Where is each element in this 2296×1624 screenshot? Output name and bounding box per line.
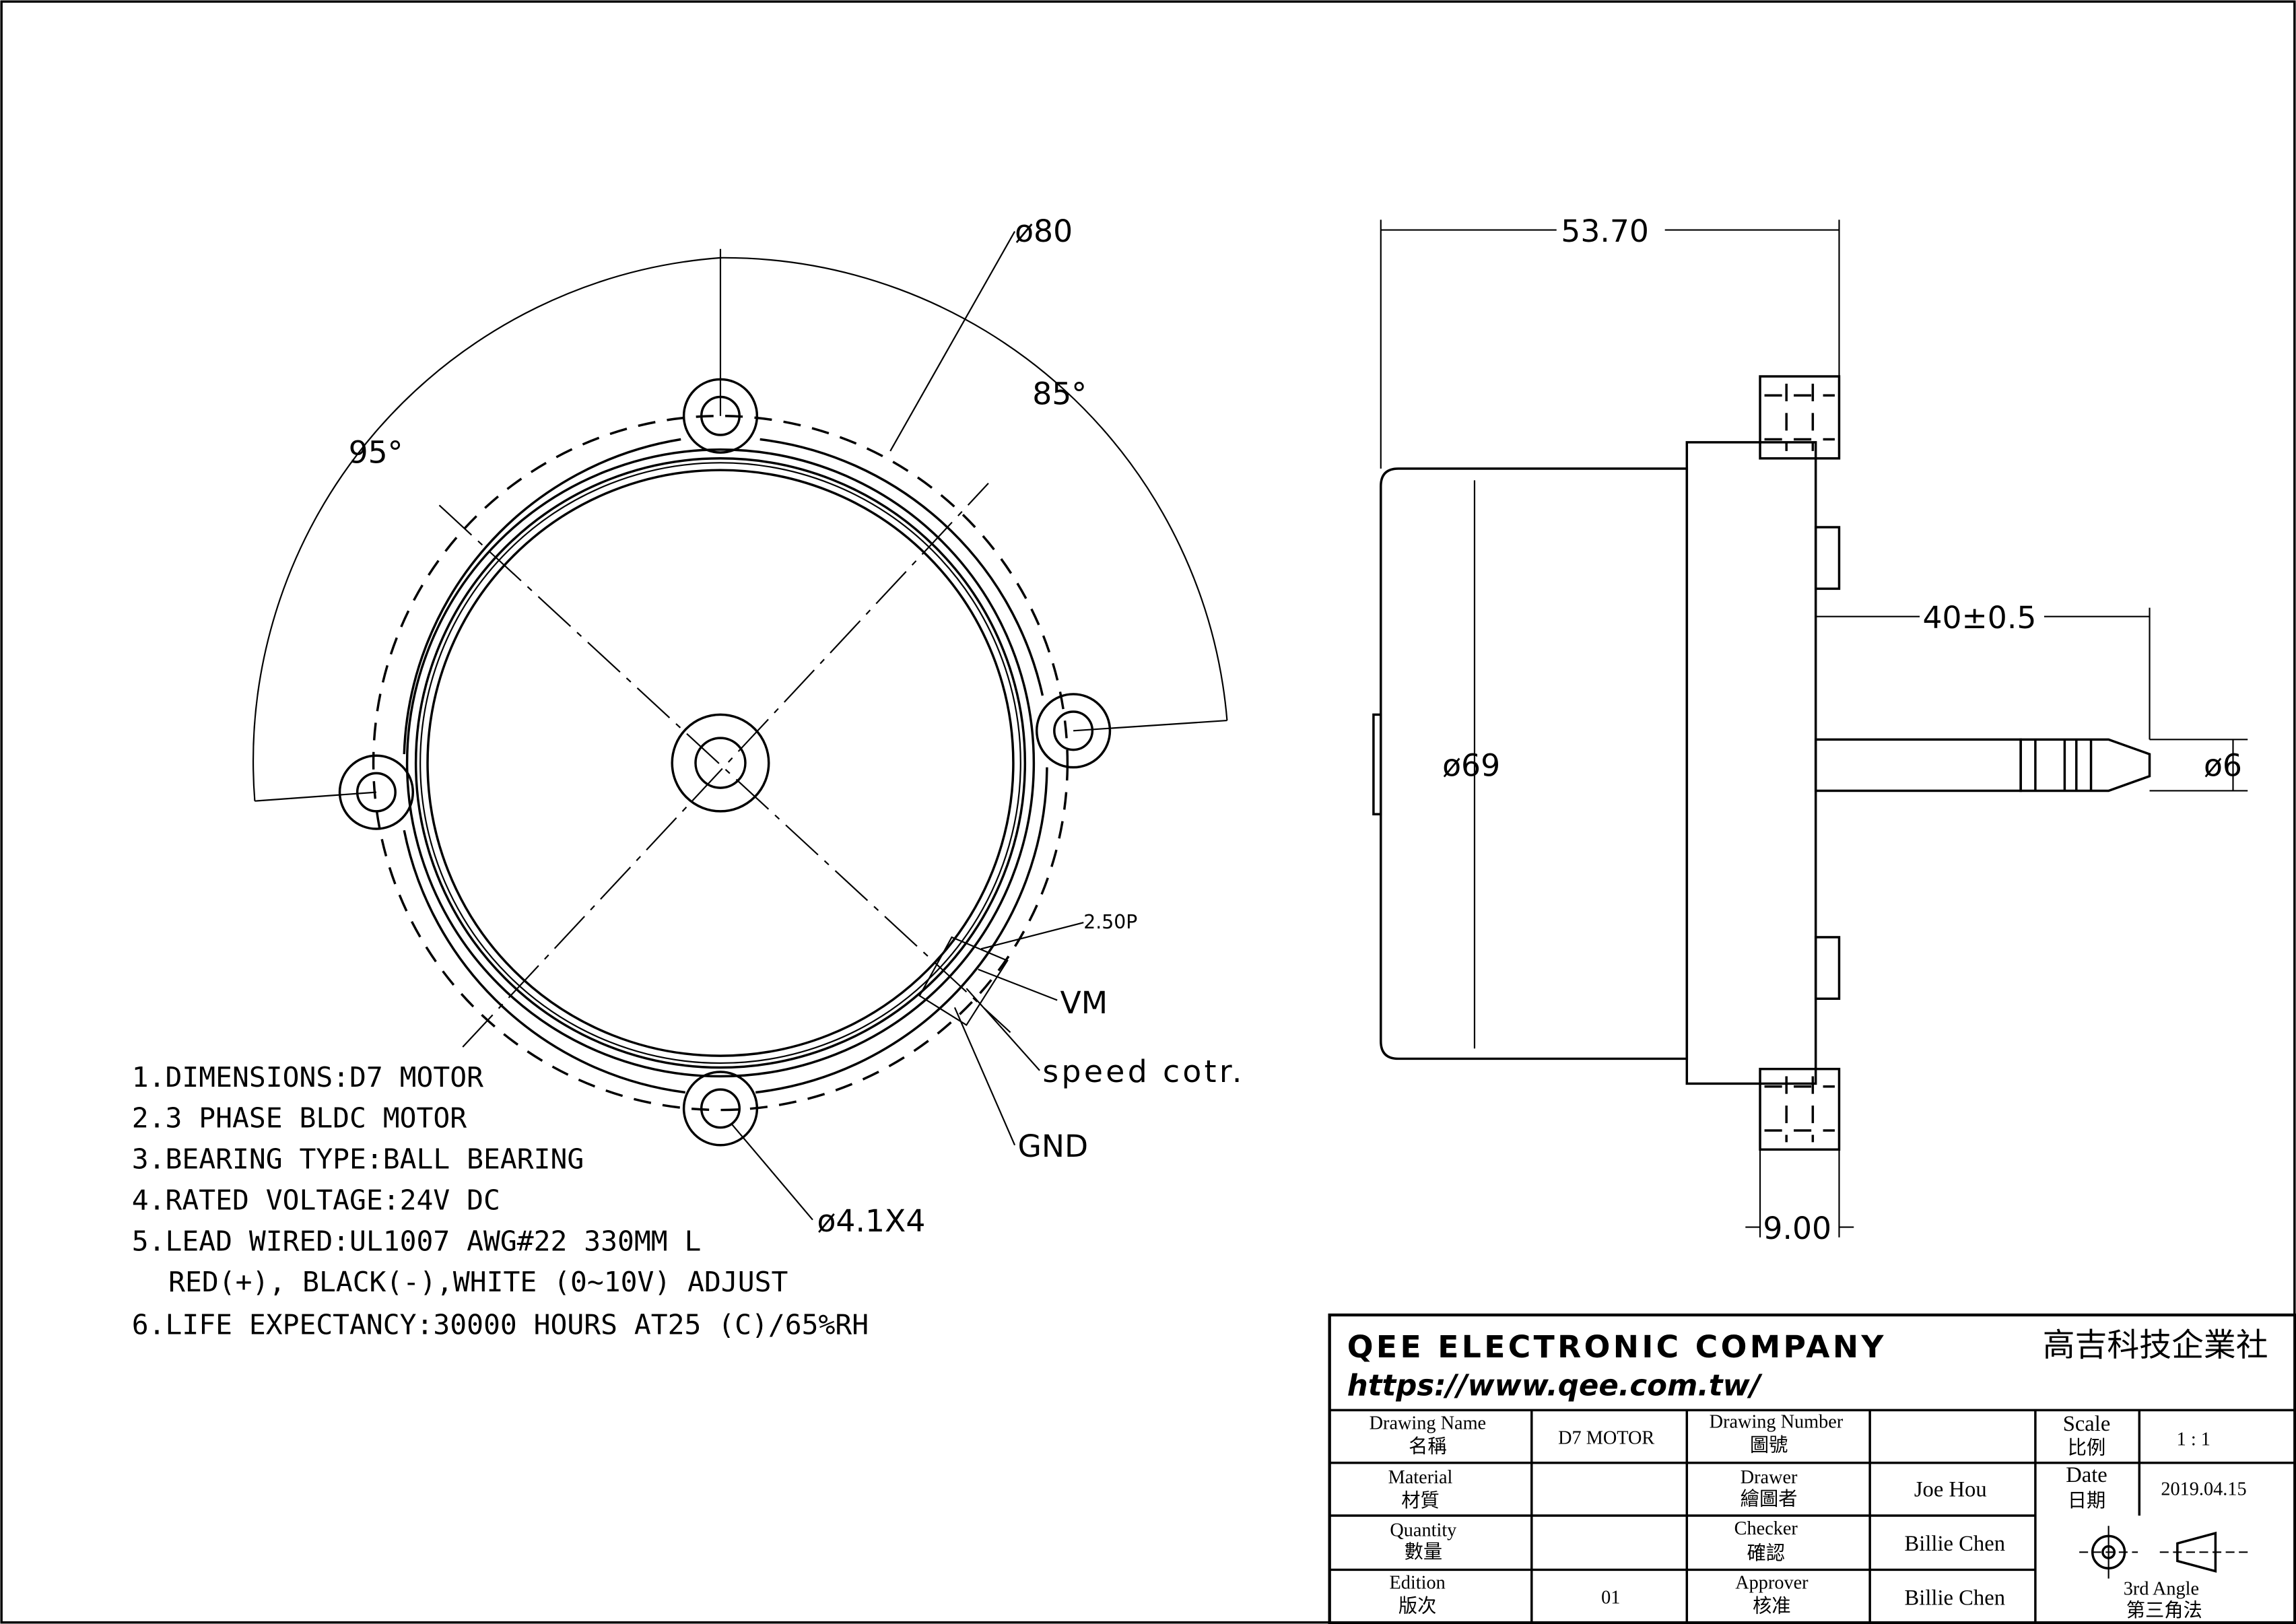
- angle-85-label: 85°: [1032, 376, 1087, 411]
- title-block: QEE ELECTRONIC COMPANY 高吉科技企業社 https://w…: [1328, 1313, 2296, 1624]
- shaft-diameter-dimension: ø6: [2204, 748, 2242, 784]
- drawing-name-label: Drawing Name: [1370, 1413, 1486, 1434]
- front-view: 95° 85° ø80 2.50P VM speed cotr. GND ø4.…: [252, 213, 1244, 1239]
- quantity-label-cn: 數量: [1405, 1541, 1443, 1563]
- note: 5.LEAD WIRED:UL1007 AWG#22 330MM L: [132, 1225, 702, 1257]
- edition-label-cn: 版次: [1398, 1595, 1437, 1617]
- pitch-label: 2.50P: [1083, 911, 1137, 933]
- wire-gnd-label: GND: [1017, 1128, 1088, 1164]
- shaft-length-dimension: 40±0.5: [1922, 600, 2036, 636]
- motor-body: [1380, 467, 1689, 1060]
- shaft-knurl: [2019, 738, 2151, 792]
- company-name-cn: 高吉科技企業社: [2043, 1327, 2268, 1364]
- drawing-name-value: D7 MOTOR: [1558, 1427, 1654, 1448]
- bolt-circle: [372, 414, 1069, 1112]
- hub: [671, 713, 770, 813]
- note: 4.RATED VOLTAGE:24V DC: [132, 1184, 500, 1216]
- projection-label: 3rd Angle: [2124, 1578, 2199, 1599]
- third-angle-projection-icon: [2079, 1526, 2251, 1579]
- housing-ring-outer: [405, 448, 1036, 1078]
- date-label: Date: [2066, 1463, 2107, 1487]
- body-diameter-dimension: ø69: [1442, 748, 1500, 784]
- edition-value: 01: [1601, 1587, 1620, 1608]
- checker-value: Billie Chen: [1905, 1532, 2005, 1556]
- housing-ring: [414, 457, 1027, 1069]
- note: RED(+), BLACK(-),WHITE (0~10V) ADJUST: [168, 1266, 788, 1298]
- flange-dimension: 9.00: [1763, 1211, 1831, 1246]
- rotor-ring: [426, 469, 1015, 1057]
- drawer-label: Drawer: [1741, 1467, 1798, 1488]
- material-label: Material: [1388, 1467, 1453, 1488]
- date-label-cn: 日期: [2068, 1491, 2106, 1512]
- scale-label-cn: 比例: [2068, 1437, 2106, 1459]
- company-name: QEE ELECTRONIC COMPANY: [1347, 1329, 1887, 1365]
- connector: [918, 936, 1009, 1026]
- hole-label: ø4.1X4: [817, 1203, 926, 1239]
- approver-label-cn: 核准: [1753, 1595, 1791, 1617]
- shaft-bore: [694, 737, 747, 789]
- length-dimension: 53.70: [1561, 213, 1649, 249]
- angle-95-label: 95°: [349, 434, 403, 470]
- outer-diameter-label: ø80: [1015, 213, 1073, 249]
- angle-dimension-arc: [252, 257, 1228, 801]
- centerline: [438, 504, 1011, 1034]
- mount-lug-bottom: [1759, 1067, 1841, 1151]
- note: 1.DIMENSIONS:D7 MOTOR: [132, 1061, 483, 1093]
- housing-ring-inner: [419, 462, 1021, 1064]
- scale-label: Scale: [2063, 1412, 2111, 1436]
- edition-label: Edition: [1390, 1573, 1446, 1594]
- rear-tab: [1372, 713, 1382, 816]
- shaft: [1814, 738, 2022, 792]
- note: 3.BEARING TYPE:BALL BEARING: [132, 1143, 584, 1176]
- projection-label-cn: 第三角法: [2126, 1600, 2202, 1621]
- drawing-name-label-cn: 名稱: [1409, 1435, 1447, 1457]
- drawer-value: Joe Hou: [1914, 1478, 1987, 1502]
- flange-plate: [1685, 441, 1817, 1085]
- note: 2.3 PHASE BLDC MOTOR: [132, 1102, 467, 1135]
- drawing-number-label-cn: 圖號: [1750, 1434, 1788, 1456]
- approver-label: Approver: [1735, 1573, 1809, 1594]
- side-view: 53.70 40±0.5 ø69 ø6 9.00: [1372, 213, 2248, 1246]
- material-label-cn: 材質: [1401, 1490, 1440, 1512]
- note: 6.LIFE EXPECTANCY:30000 HOURS AT25 (C)/6…: [132, 1308, 869, 1341]
- mount-lug-top: [1759, 375, 1841, 460]
- wire-vm-label: VM: [1060, 985, 1108, 1021]
- drawing-number-label: Drawing Number: [1710, 1411, 1844, 1432]
- scale-value: 1 : 1: [2177, 1429, 2210, 1450]
- approver-value: Billie Chen: [1905, 1586, 2005, 1611]
- checker-label: Checker: [1734, 1518, 1798, 1539]
- centerline: [462, 483, 989, 1048]
- date-value: 2019.04.15: [2161, 1479, 2246, 1500]
- flange-outline: [403, 438, 1048, 1094]
- company-url[interactable]: https://www.qee.com.tw/: [1347, 1369, 1763, 1403]
- notes: 1.DIMENSIONS:D7 MOTOR 2.3 PHASE BLDC MOT…: [132, 1061, 869, 1341]
- wire-speed-label: speed cotr.: [1042, 1054, 1244, 1089]
- drawer-label-cn: 繪圖者: [1741, 1489, 1798, 1510]
- checker-label-cn: 確認: [1747, 1543, 1785, 1564]
- mounting-holes: [338, 378, 1112, 1147]
- quantity-label: Quantity: [1390, 1520, 1457, 1541]
